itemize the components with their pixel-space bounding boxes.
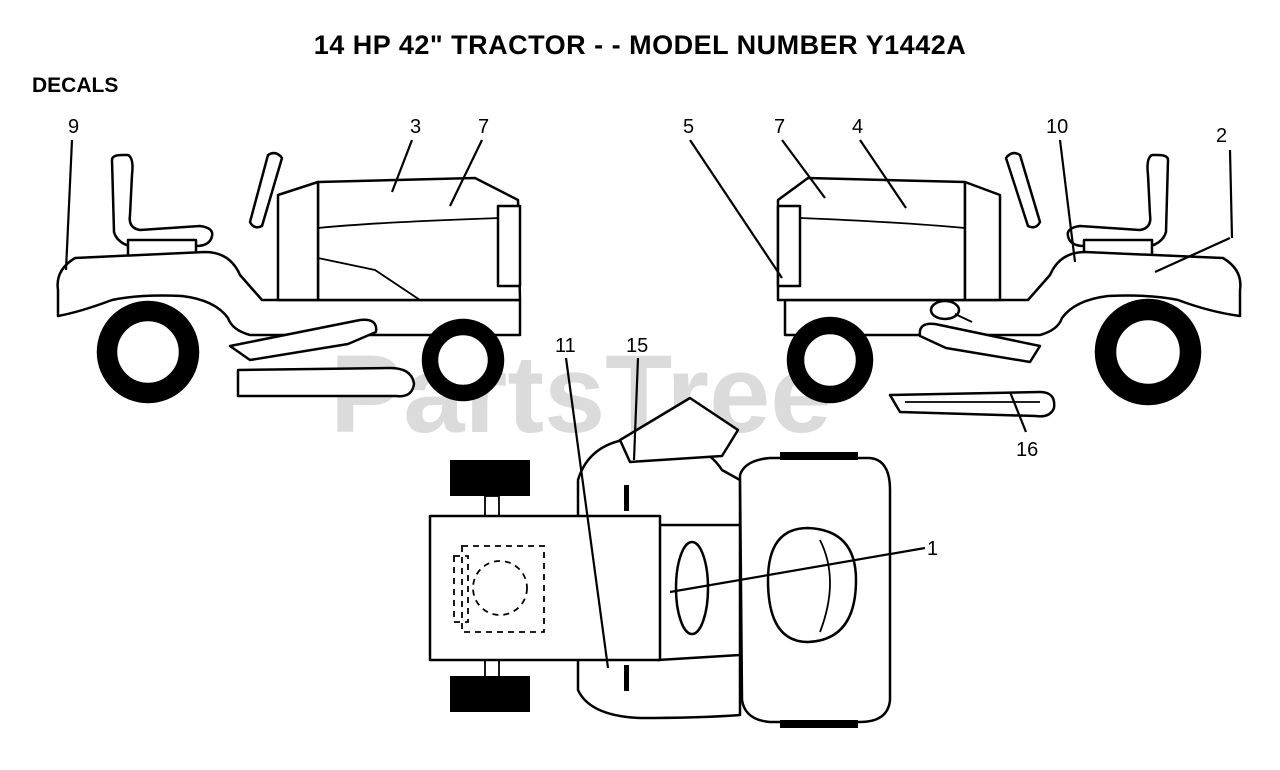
callout-5: 5	[683, 116, 694, 138]
watermark-text: PartsTree	[330, 333, 831, 456]
callout-leader-lines	[64, 139, 1234, 669]
callout-1: 1	[927, 538, 938, 560]
diagram-title: 14 HP 42" TRACTOR - - MODEL NUMBER Y1442…	[313, 30, 967, 60]
callout-numbers: 9 3 7 5 7 4 10 2 11 15 16 1	[68, 116, 1227, 560]
callout-7-right: 7	[774, 116, 785, 138]
callout-2: 2	[1216, 125, 1227, 147]
tractor-top-view	[428, 396, 892, 728]
callout-4: 4	[852, 116, 863, 138]
section-label: DECALS	[32, 74, 119, 97]
callout-7-left: 7	[478, 116, 489, 138]
tractor-right-side-view	[776, 151, 1242, 418]
callout-16: 16	[1016, 439, 1038, 461]
tractor-left-side-view	[56, 151, 522, 404]
callout-11: 11	[555, 335, 576, 357]
callout-10: 10	[1046, 116, 1068, 138]
callout-9: 9	[68, 116, 79, 138]
callout-3: 3	[410, 116, 421, 138]
callout-15: 15	[626, 335, 648, 357]
